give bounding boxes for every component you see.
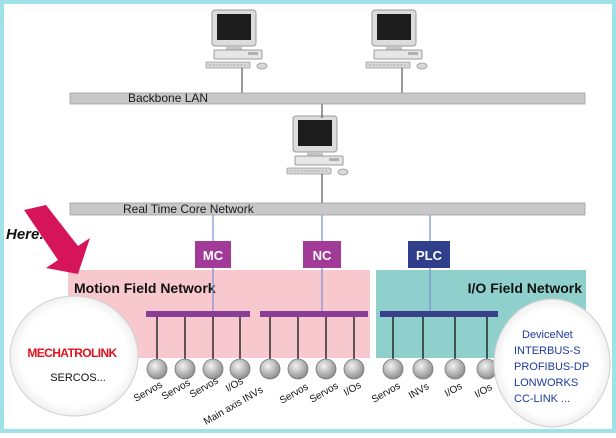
- io-protocol-item: LONWORKS: [514, 377, 578, 389]
- io-protocol-item: CC-LINK ...: [514, 393, 570, 405]
- device-node-icon: [444, 358, 466, 380]
- device-node-icon: [202, 358, 224, 380]
- nc-controller-label: NC: [313, 248, 332, 263]
- io-protocol-item: INTERBUS-S: [514, 345, 581, 357]
- device-node-icon: [315, 358, 337, 380]
- nc-field-bus: [260, 311, 368, 317]
- device-node-icon: [343, 358, 365, 380]
- plc-field-bus: [380, 311, 498, 317]
- io-protocols-circle: [493, 298, 611, 428]
- device-drop-wires: [156, 317, 488, 360]
- nc-controller-box: [303, 241, 341, 268]
- backbone-lan-bar: [69, 92, 586, 105]
- motion-field-network-label: Motion Field Network: [74, 280, 216, 296]
- core-network-bar: [69, 202, 586, 216]
- io-protocol-item: DeviceNet: [522, 329, 573, 341]
- motion-protocols-circle: [9, 295, 139, 417]
- device-node-icon: [287, 358, 309, 380]
- device-node-icon: [382, 358, 404, 380]
- plc-controller-label: PLC: [416, 248, 443, 263]
- io-protocol-item: PROFIBUS-DP: [514, 361, 589, 373]
- device-node-icon: [174, 358, 196, 380]
- core-network-label: Real Time Core Network: [123, 202, 255, 216]
- here-label: Here!: [6, 226, 44, 243]
- io-field-network-label: I/O Field Network: [468, 280, 583, 296]
- arrow-icon: [24, 205, 90, 274]
- plc-controller-box: [408, 241, 450, 268]
- mechatrolink-label: MECHATROLINK: [27, 346, 117, 360]
- device-node-icon: [259, 358, 281, 380]
- backbone-lan-label: Backbone LAN: [128, 91, 208, 105]
- mc-controller-label: MC: [203, 248, 224, 263]
- sercos-label: SERCOS...: [50, 372, 106, 384]
- device-node-icon: [146, 358, 168, 380]
- mc-controller-box: [195, 241, 231, 268]
- device-node-icon: [229, 358, 251, 380]
- mc-field-bus: [146, 311, 250, 317]
- device-node-icon: [412, 358, 434, 380]
